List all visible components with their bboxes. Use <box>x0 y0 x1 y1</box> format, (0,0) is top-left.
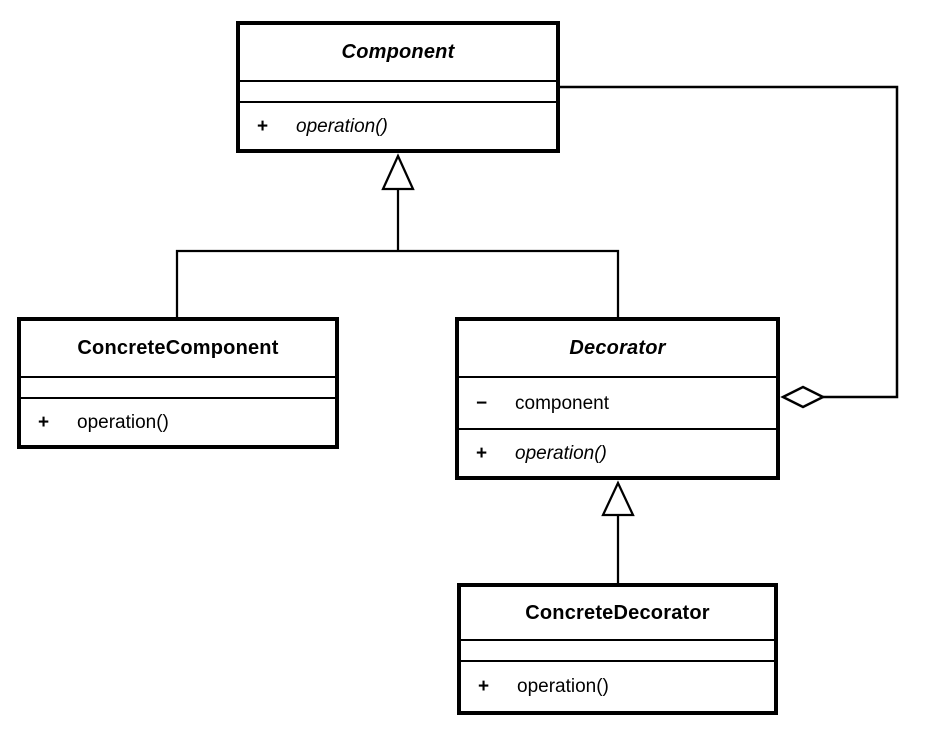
attributes-compartment-decorator: − component <box>459 378 776 430</box>
operation-row: + operation() <box>21 413 335 432</box>
aggregation-diamond-icon <box>780 385 826 409</box>
class-name-component: Component <box>240 25 556 82</box>
operation-row: + operation() <box>461 677 774 696</box>
generalization-triangle-component-icon <box>381 153 415 191</box>
visibility-symbol: + <box>476 442 488 464</box>
attributes-compartment-concrete-decorator <box>461 641 774 662</box>
operation-signature: operation() <box>296 115 388 137</box>
operation-signature: operation() <box>517 676 609 697</box>
class-name-concrete-decorator: ConcreteDecorator <box>461 587 774 641</box>
class-box-component: Component + operation() <box>236 21 560 153</box>
generalization-triangle-decorator-icon <box>601 480 635 517</box>
operation-row: + operation() <box>240 117 556 136</box>
class-name-decorator: Decorator <box>459 321 776 378</box>
attribute-row: − component <box>459 394 776 413</box>
operations-compartment-concrete-decorator: + operation() <box>461 662 774 711</box>
operation-signature: operation() <box>77 411 169 433</box>
visibility-symbol: − <box>476 392 488 414</box>
class-box-decorator: Decorator − component + operation() <box>455 317 780 480</box>
class-box-concrete-component: ConcreteComponent + operation() <box>17 317 339 449</box>
attributes-compartment-component <box>240 82 556 103</box>
visibility-symbol: + <box>257 115 269 137</box>
attribute-name: component <box>515 392 610 414</box>
aggregation-line <box>557 85 899 399</box>
operation-row: + operation() <box>459 444 776 463</box>
class-name-concrete-component: ConcreteComponent <box>21 321 335 378</box>
operations-compartment-concrete-component: + operation() <box>21 399 335 445</box>
visibility-symbol: + <box>38 411 50 433</box>
operation-signature: operation() <box>515 442 607 464</box>
operations-compartment-decorator: + operation() <box>459 430 776 476</box>
visibility-symbol: + <box>478 676 490 697</box>
class-box-concrete-decorator: ConcreteDecorator + operation() <box>457 583 778 715</box>
attributes-compartment-concrete-component <box>21 378 335 399</box>
operations-compartment-component: + operation() <box>240 103 556 149</box>
generalization-branch-lines <box>175 249 620 318</box>
